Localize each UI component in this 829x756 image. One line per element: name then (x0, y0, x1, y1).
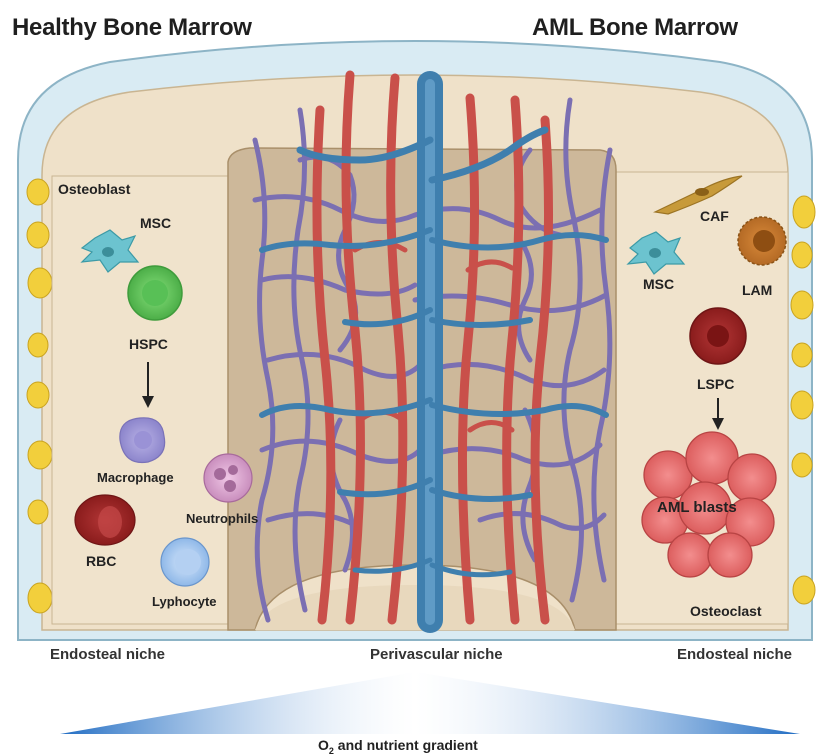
label-perivascular-niche: Perivascular niche (370, 646, 503, 663)
neutrophil-cell (204, 454, 252, 502)
gradient-label-o: O (318, 737, 329, 753)
title-healthy-bone-marrow: Healthy Bone Marrow (12, 14, 252, 42)
label-oxygen-nutrient-gradient: O2 and nutrient gradient (318, 737, 478, 756)
hspc-cell (128, 266, 182, 320)
label-endosteal-niche-left: Endosteal niche (50, 646, 165, 663)
label-caf: CAF (700, 208, 729, 224)
title-aml-bone-marrow: AML Bone Marrow (532, 14, 738, 42)
oxygen-gradient-bar (60, 672, 800, 734)
label-macrophage: Macrophage (97, 470, 174, 485)
label-aml-blasts: AML blasts (657, 499, 737, 516)
lspc-cell (690, 308, 746, 364)
lam-cell (738, 217, 786, 265)
label-neutrophils: Neutrophils (186, 511, 258, 526)
label-msc-aml: MSC (643, 276, 674, 292)
rbc-cell (75, 495, 135, 545)
lymphocyte-cell (161, 538, 209, 586)
label-lspc: LSPC (697, 376, 734, 392)
label-rbc: RBC (86, 553, 116, 569)
label-lam: LAM (742, 282, 772, 298)
macrophage-cell (120, 418, 165, 463)
label-osteoclast: Osteoclast (690, 603, 762, 619)
label-endosteal-niche-right: Endosteal niche (677, 646, 792, 663)
label-hspc: HSPC (129, 336, 168, 352)
label-lymphocyte: Lyphocyte (152, 594, 217, 609)
label-msc-healthy: MSC (140, 215, 171, 231)
label-osteoblast: Osteoblast (58, 181, 130, 197)
gradient-label-suffix: and nutrient gradient (334, 737, 478, 753)
